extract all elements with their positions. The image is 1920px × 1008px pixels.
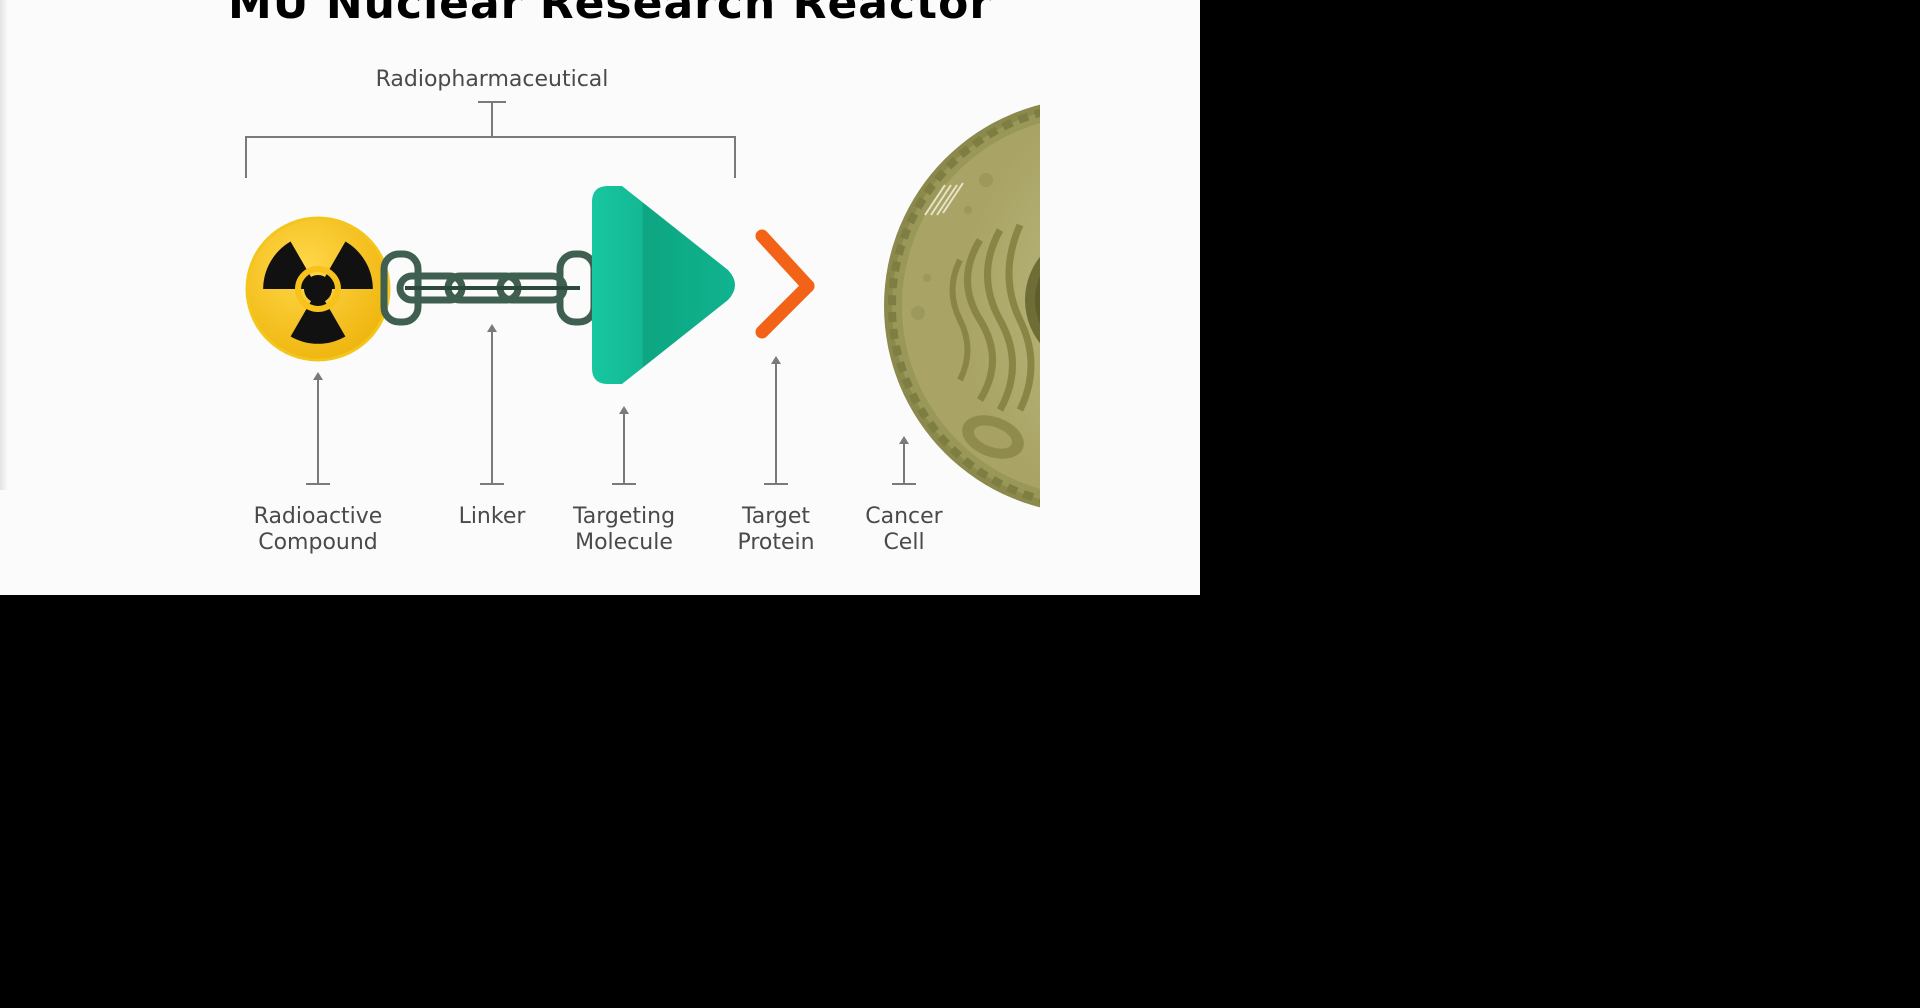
arrow-targeting bbox=[612, 406, 636, 485]
radiopharmaceutical-bracket: Radiopharmaceutical bbox=[245, 67, 736, 178]
label-radioactive-line2: Compound bbox=[258, 530, 378, 555]
radiation-trefoil-icon bbox=[245, 216, 391, 362]
component-labels: Radioactive Compound Linker Targeting Mo… bbox=[254, 504, 944, 555]
label-cell-line1: Cancer bbox=[865, 504, 943, 529]
slide-frame: MU Nuclear Research Reactor Radiopharmac… bbox=[0, 0, 1200, 595]
arrow-cell bbox=[892, 436, 916, 485]
arrow-linker bbox=[480, 324, 504, 485]
cancer-cell-icon bbox=[884, 104, 1040, 508]
label-protein-line2: Protein bbox=[737, 530, 814, 555]
arrow-radioactive bbox=[306, 372, 330, 485]
triangle-molecule-icon bbox=[592, 186, 735, 384]
y-shaped-protein-icon bbox=[755, 229, 880, 339]
page-edge-shadow bbox=[0, 0, 8, 490]
arrow-protein bbox=[764, 356, 788, 485]
label-radioactive-line1: Radioactive bbox=[254, 504, 383, 529]
label-arrows bbox=[306, 324, 916, 485]
label-targeting-line1: Targeting bbox=[572, 504, 675, 529]
label-cell-line2: Cell bbox=[883, 530, 924, 555]
label-linker: Linker bbox=[459, 504, 527, 529]
label-targeting-line2: Molecule bbox=[575, 530, 673, 555]
label-protein-line1: Target bbox=[741, 504, 810, 529]
chain-links-icon bbox=[380, 250, 598, 326]
page-title: MU Nuclear Research Reactor bbox=[228, 0, 993, 29]
bracket-label: Radiopharmaceutical bbox=[376, 67, 609, 92]
radiopharmaceutical-diagram: Radiopharmaceutical bbox=[245, 67, 1040, 555]
